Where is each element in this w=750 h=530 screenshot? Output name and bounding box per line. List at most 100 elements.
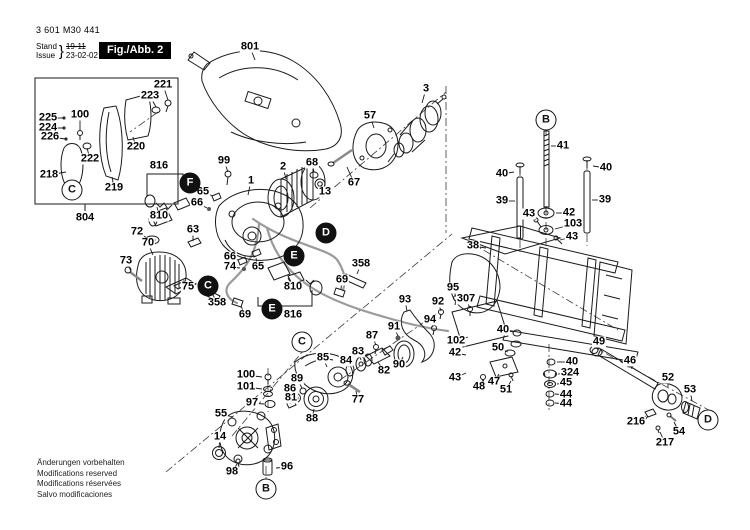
revision-dates: 19-11 23-02-02 [66,42,98,60]
part-label-57: 57 [362,109,378,122]
part-label-40: 40 [495,323,511,336]
part-label-82: 82 [376,364,392,377]
part-label-87: 87 [364,329,380,342]
part-label-225: 225 [37,111,59,124]
part-label-100: 100 [69,108,91,121]
part-label-49: 49 [591,335,607,348]
part-label-816: 816 [282,308,304,321]
part-label-63: 63 [185,223,201,236]
part-label-102: 102 [445,334,467,347]
assembly-marker-B: B [535,109,557,131]
stand-feet-hardware-drawing [480,329,557,407]
part-label-804: 804 [74,211,96,224]
part-label-816: 816 [148,159,170,172]
part-label-1: 1 [246,174,256,187]
part-label-75: 75 [180,280,196,293]
part-label-40: 40 [494,167,510,180]
part-label-358: 358 [206,296,228,309]
part-label-67: 67 [346,176,362,189]
armature-3-drawing [387,94,447,163]
part-label-220: 220 [125,140,147,153]
part-label-47: 47 [486,375,502,388]
revision-brace: } [58,42,64,60]
part-label-88: 88 [304,412,320,425]
revision-labels: Stand Issue [36,42,57,60]
part-label-44: 44 [558,388,574,401]
part-label-39: 39 [494,194,510,207]
part-label-40: 40 [598,161,614,174]
part-label-216: 216 [625,415,647,428]
part-label-77: 77 [350,393,366,406]
part-label-101: 101 [235,380,257,393]
document-number: 3 601 M30 441 [36,25,100,35]
figure-number-badge: Fig./Abb. 2 [99,42,172,59]
part-label-226: 226 [39,130,61,143]
assembly-marker-C: C [61,179,83,201]
part-label-84: 84 [338,354,354,367]
part-label-3: 3 [421,82,431,95]
part-label-100: 100 [235,368,257,381]
issue-label: Issue [36,51,56,60]
footer-line-fr: Modifications réservées [37,479,122,488]
part-label-90: 90 [391,358,407,371]
part-label-42: 42 [447,346,463,359]
part-label-54: 54 [671,425,687,438]
part-label-810: 810 [282,280,304,293]
part-label-92: 92 [430,295,446,308]
footer-line-es: Salvo modificaciones [37,489,113,499]
part-label-46: 46 [622,354,638,367]
part-label-95: 95 [445,281,461,294]
part-label-358: 358 [350,257,372,270]
part-label-40: 40 [564,355,580,368]
part-label-219: 219 [103,181,125,194]
part-label-91: 91 [386,320,402,333]
part-label-96: 96 [279,460,295,473]
part-label-97: 97 [244,396,260,409]
assembly-marker-E: E [283,245,305,267]
part-label-103: 103 [562,217,584,230]
part-label-50: 50 [490,341,506,354]
part-label-70: 70 [140,236,156,249]
part-label-89: 89 [289,372,305,385]
part-label-38: 38 [465,239,481,252]
part-label-68: 68 [304,156,320,169]
assembly-marker-E: E [261,298,283,320]
revision-block: Stand Issue } 19-11 23-02-02 [36,42,98,60]
part-label-74: 74 [222,260,238,273]
part-label-73: 73 [118,254,134,267]
part-label-307: 307 [455,292,477,305]
clamp-lever-93-drawing [345,309,435,377]
part-label-39: 39 [597,193,613,206]
part-label-221: 221 [152,78,174,91]
part-label-45: 45 [558,376,574,389]
part-label-13: 13 [317,185,333,198]
part-label-14: 14 [212,430,228,443]
stand-label: Stand [36,42,57,51]
part-label-65: 65 [250,260,266,273]
field-stator-2-drawing [267,163,326,218]
brush-set-right-810-drawing [257,261,323,307]
gearbox-55-drawing [212,410,282,476]
bearing-flange-57-drawing [352,121,399,171]
part-label-43: 43 [564,230,580,243]
part-label-94: 94 [422,313,438,326]
assembly-marker-D: D [315,222,337,244]
previous-date: 19-11 [65,42,86,51]
assembly-box-804 [34,77,179,211]
assembly-marker-D: D [697,409,719,431]
part-label-43: 43 [521,207,537,220]
legal-footer: Änderungen vorbehalten Modifications res… [37,458,125,500]
part-label-2: 2 [278,160,288,173]
part-label-53: 53 [682,383,698,396]
part-label-44: 44 [558,397,574,410]
part-label-41: 41 [555,139,571,152]
assembly-marker-C: C [291,331,313,353]
part-label-65: 65 [195,185,211,198]
part-label-224: 224 [37,121,59,134]
part-label-801: 801 [239,40,261,53]
footer-line-de: Änderungen vorbehalten [37,458,125,467]
part-label-69: 69 [237,308,253,321]
assembly-marker-B: B [255,478,277,500]
